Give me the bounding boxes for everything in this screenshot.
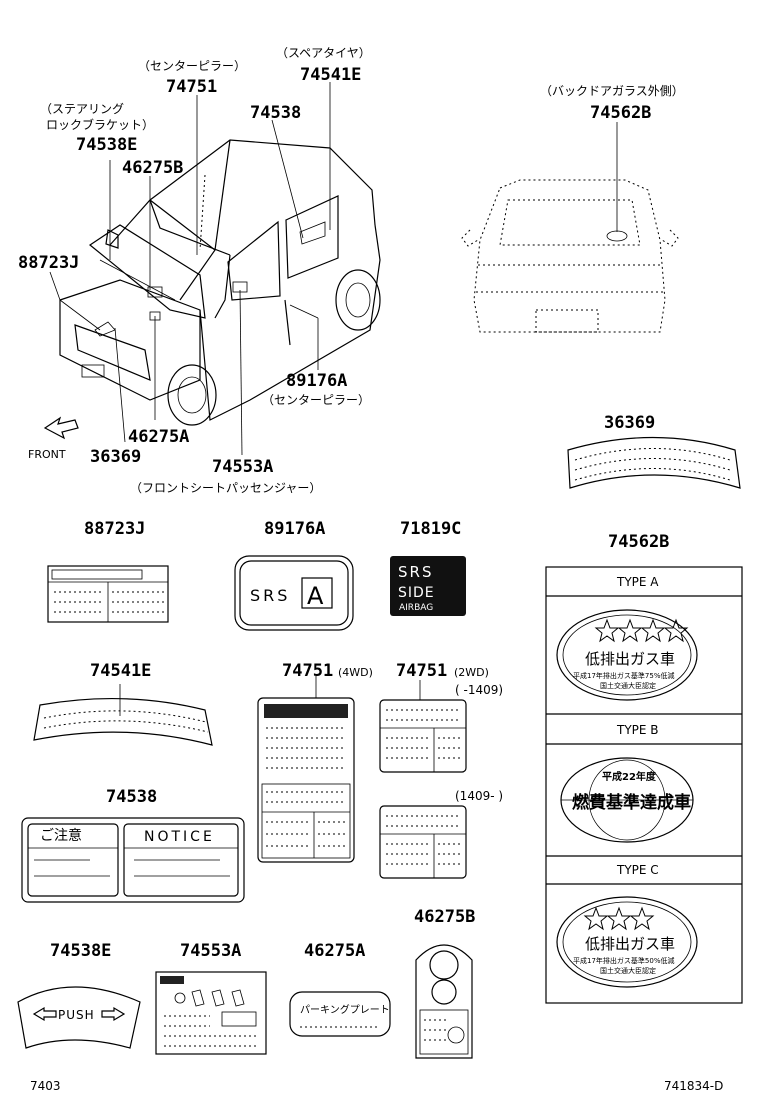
sticker-74553a <box>155 971 267 1055</box>
sticker-71819c <box>390 556 466 616</box>
label-74751-2wd-tag: (2WD) <box>454 666 489 679</box>
footer-right-code: 741834-D <box>664 1079 723 1093</box>
label-74751-4wd: 74751 <box>282 661 333 681</box>
sticker-74538 <box>21 817 245 903</box>
callout-36369: 36369 <box>90 447 141 467</box>
range-after-1409: (1409- ) <box>455 789 503 803</box>
callout-88723j: 88723J <box>18 253 79 273</box>
callout-74751-note: （センターピラー） <box>138 59 246 73</box>
label-88723j: 88723J <box>84 519 145 539</box>
leader-lines-front <box>43 82 331 456</box>
label-74553a: 74553A <box>180 941 241 961</box>
star-rating-type-a <box>594 618 689 643</box>
callout-89176a: 89176A <box>286 371 347 391</box>
label-36369: 36369 <box>604 413 655 433</box>
callout-steering-note-1: （ステアリング <box>40 102 124 116</box>
chuui-label: ご注意 <box>40 827 82 844</box>
label-89176a: 89176A <box>264 519 325 539</box>
sticker-74562b-panel <box>545 566 743 1004</box>
rear-car-illustration <box>461 122 679 333</box>
type-a-sub-1: 平成17年排出ガス基準75%低減 <box>573 671 674 680</box>
footer-left-code: 7403 <box>30 1079 61 1093</box>
star-rating-type-c <box>583 906 655 931</box>
callout-74538e: 74538E <box>76 135 137 155</box>
range-before-1409: ( -1409) <box>455 683 503 697</box>
callout-steering-note-2: ロックブラケット） <box>46 117 154 132</box>
parking-plate-label: パーキングプレート <box>300 1003 390 1016</box>
sticker-74751-4wd <box>257 676 355 863</box>
sticker-88723j <box>47 565 169 623</box>
sticker-74538e <box>17 986 141 1049</box>
label-74541e: 74541E <box>90 661 151 681</box>
label-74538e: 74538E <box>50 941 111 961</box>
type-a-main: 低排出ガス車 <box>585 650 675 668</box>
label-71819c: 71819C <box>400 519 461 539</box>
sticker-46275b-hang-tag <box>415 944 473 1059</box>
sticker-74751-2wd-early <box>379 680 467 773</box>
notice-label: NOTICE <box>144 829 215 845</box>
front-direction-label: FRONT <box>28 448 66 461</box>
callout-74541e: 74541E <box>300 65 361 85</box>
label-74751-4wd-tag: (4WD) <box>338 666 373 679</box>
callout-74538: 74538 <box>250 103 301 123</box>
type-a-sub-2: 国土交通大臣認定 <box>600 681 656 690</box>
callout-74562b: 74562B <box>590 103 651 123</box>
srs-side-line-3: AIRBAG <box>399 603 433 613</box>
push-label: PUSH <box>58 1008 95 1022</box>
label-74538: 74538 <box>106 787 157 807</box>
callout-46275b: 46275B <box>122 158 183 178</box>
type-b-sub: 平成22年度 <box>602 770 657 783</box>
type-b-main: 燃費基準達成車 <box>572 792 691 813</box>
sticker-74751-2wd-late <box>379 805 467 879</box>
sticker-89176a <box>234 555 354 631</box>
sticker-36369 <box>567 436 741 489</box>
label-46275b: 46275B <box>414 907 475 927</box>
callout-46275a: 46275A <box>128 427 189 447</box>
type-b-label: TYPE B <box>616 723 659 737</box>
type-c-sub-2: 国土交通大臣認定 <box>600 966 656 975</box>
type-c-label: TYPE C <box>616 863 659 877</box>
callout-74553a-note: （フロントシートパッセンジャー） <box>130 481 321 495</box>
srs-side-line-1: SRS <box>398 563 433 581</box>
label-46275a: 46275A <box>304 941 365 961</box>
srs-text: SRS <box>250 586 290 605</box>
callout-backdoor-note: （バックドアガラス外側） <box>540 84 684 98</box>
type-c-main: 低排出ガス車 <box>585 935 675 953</box>
sticker-74541e <box>33 684 213 746</box>
front-car-illustration <box>59 139 381 426</box>
callout-74751: 74751 <box>166 77 217 97</box>
callout-89176a-note: （センターピラー） <box>262 393 370 407</box>
sticker-46275a <box>289 991 391 1037</box>
callout-74553a: 74553A <box>212 457 273 477</box>
srs-box-letter: A <box>307 582 324 610</box>
label-74751-2wd: 74751 <box>396 661 447 681</box>
callout-74541e-note: （スペアタイヤ） <box>276 46 371 60</box>
type-a-label: TYPE A <box>616 575 659 589</box>
label-74562b: 74562B <box>608 532 669 552</box>
type-c-sub-1: 平成17年排出ガス基準50%低減 <box>573 956 674 965</box>
srs-side-line-2: SIDE <box>398 585 435 601</box>
